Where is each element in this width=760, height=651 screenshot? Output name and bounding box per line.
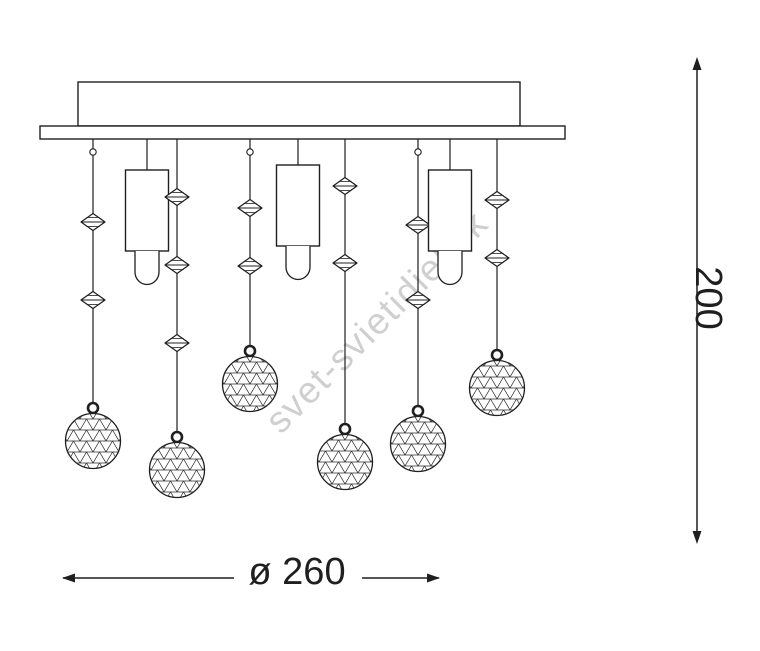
bicone-bead — [405, 215, 431, 235]
bicone-bead — [164, 255, 190, 275]
canopy-box — [77, 81, 521, 127]
crystal-ball — [148, 430, 206, 499]
bicone-bead — [484, 190, 510, 210]
lamp-holder — [427, 139, 473, 286]
ceiling-mount — [39, 81, 566, 140]
crystal-ball — [221, 344, 279, 413]
mounting-plate — [39, 125, 566, 140]
bicone-bead — [332, 253, 358, 273]
bicone-bead — [237, 198, 263, 218]
label-backing — [234, 551, 362, 587]
bulb-socket — [124, 169, 170, 286]
bicone-bead — [484, 248, 510, 268]
height-dimension: 200 — [687, 57, 729, 544]
small-bead — [414, 148, 422, 156]
crystal-strand — [148, 139, 206, 499]
bicone-bead — [80, 212, 106, 232]
crystal-ball — [389, 404, 447, 473]
bicone-bead — [237, 256, 263, 276]
arrow-left-icon — [62, 573, 75, 583]
height-dimension-label: 200 — [687, 266, 729, 329]
arrow-up-icon — [692, 57, 702, 70]
diameter-dimension-label: ø 260 — [248, 551, 345, 593]
crystal-strand — [316, 139, 374, 491]
small-bead — [89, 148, 97, 156]
crystal-ball — [64, 401, 122, 470]
crystal-strand — [221, 139, 279, 413]
lamp-holder — [124, 139, 170, 286]
diameter-dimension: ø 260 — [62, 551, 440, 593]
crystal-strand — [468, 139, 526, 417]
arrow-right-icon — [427, 573, 440, 583]
bulb-socket — [275, 164, 321, 281]
small-bead — [246, 148, 254, 156]
bicone-bead — [164, 333, 190, 353]
bicone-bead — [80, 290, 106, 310]
arrow-down-icon — [692, 531, 702, 544]
bicone-bead — [332, 176, 358, 196]
lamp-holder — [275, 139, 321, 281]
crystal-ball — [468, 348, 526, 417]
crystal-ball — [316, 422, 374, 491]
crystal-strand — [389, 139, 447, 473]
crystal-strand — [64, 139, 122, 470]
